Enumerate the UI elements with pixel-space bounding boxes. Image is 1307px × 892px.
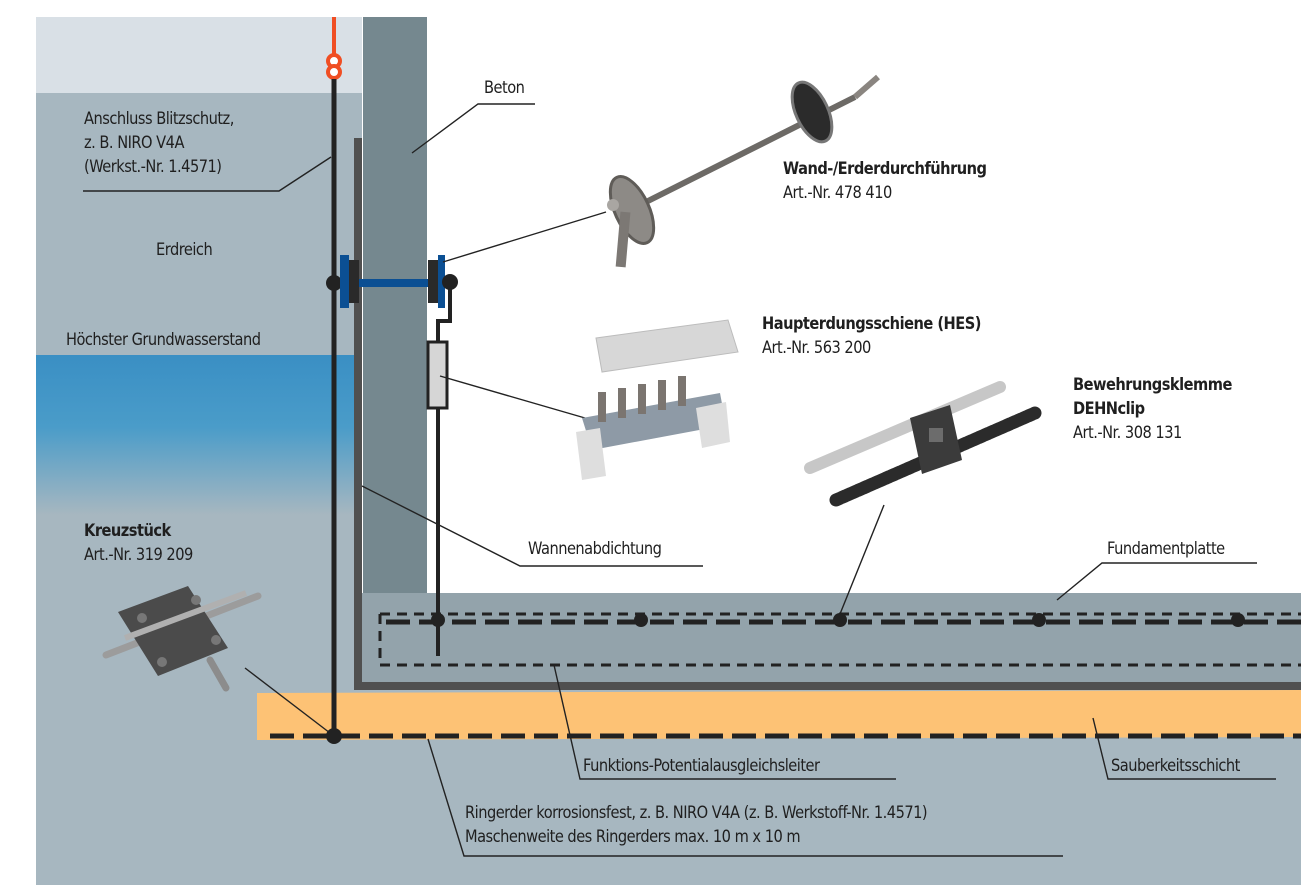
leader-cross bbox=[244, 667, 331, 734]
inner-conductor bbox=[436, 282, 452, 342]
clip-point bbox=[634, 613, 648, 627]
product-clip: Bewehrungsklemme DEHNclip Art.-Nr. 308 1… bbox=[1073, 373, 1232, 445]
product-clip-article: Art.-Nr. 308 131 bbox=[1073, 423, 1182, 443]
clip-point bbox=[833, 613, 847, 627]
leader-equipotential bbox=[553, 664, 896, 780]
concrete-label: Beton bbox=[484, 78, 525, 98]
lightning-connection-label: Anschluss Blitzschutz, z. B. NIRO V4A (W… bbox=[84, 107, 234, 179]
product-hes-article: Art.-Nr. 563 200 bbox=[762, 338, 871, 358]
product-clip-name-2: DEHNclip bbox=[1073, 399, 1145, 419]
leader-blinding bbox=[1092, 717, 1276, 780]
leader-lines bbox=[83, 103, 1276, 857]
soil-label: Erdreich bbox=[156, 240, 213, 260]
leader-clip bbox=[839, 504, 885, 615]
clip-point bbox=[1032, 613, 1046, 627]
product-clip-name: Bewehrungsklemme bbox=[1073, 375, 1232, 395]
disconnect-link-icon bbox=[326, 64, 342, 80]
ring-earth-line-1: Ringerder korrosionsfest, z. B. NIRO V4A… bbox=[465, 803, 928, 823]
feedthrough-product-image bbox=[607, 74, 880, 268]
foundation-slab bbox=[362, 593, 1301, 686]
feedthrough-flange-inner-seal bbox=[428, 260, 438, 303]
leader-hes bbox=[439, 375, 586, 419]
lightning-label-line-1: Anschluss Blitzschutz, bbox=[84, 109, 234, 129]
ring-earth-label: Ringerder korrosionsfest, z. B. NIRO V4A… bbox=[465, 801, 928, 849]
blinding-layer bbox=[257, 690, 1301, 740]
foundation-label: Fundamentplatte bbox=[1107, 539, 1225, 559]
lightning-label-line-2: z. B. NIRO V4A bbox=[84, 133, 184, 153]
concrete-wall bbox=[363, 17, 427, 597]
leader-feedthrough bbox=[442, 211, 607, 263]
ring-earth-line-2: Maschenweite des Ringerders max. 10 m x … bbox=[465, 827, 801, 847]
lightning-label-line-3: (Werkst.-Nr. 1.4571) bbox=[84, 157, 222, 177]
hes-symbol bbox=[426, 340, 449, 410]
product-feedthrough-name: Wand-/Erderdurchführung bbox=[783, 159, 987, 179]
sealing-label: Wannenabdichtung bbox=[528, 539, 662, 559]
product-cross-name: Kreuzstück bbox=[84, 521, 171, 541]
groundwater-zone bbox=[36, 355, 362, 515]
sealing-membrane bbox=[354, 138, 1301, 690]
blinding-label: Sauberkeitsschicht bbox=[1111, 756, 1240, 776]
feedthrough-flange-outer bbox=[340, 255, 349, 308]
junction-dot bbox=[326, 275, 342, 291]
product-cross: Kreuzstück Art.-Nr. 319 209 bbox=[84, 519, 193, 567]
leader-concrete bbox=[411, 103, 535, 154]
feedthrough-rod bbox=[359, 279, 429, 287]
feedthrough-flange-outer-seal bbox=[349, 260, 359, 303]
leader-lightning bbox=[83, 156, 332, 192]
product-feedthrough-article: Art.-Nr. 478 410 bbox=[783, 183, 892, 203]
clip-product-image bbox=[804, 381, 1042, 507]
hes-product-image bbox=[576, 319, 739, 480]
product-hes: Haupterdungsschiene (HES) Art.-Nr. 563 2… bbox=[762, 312, 981, 360]
leader-ring-earth bbox=[427, 738, 1063, 857]
product-cross-article: Art.-Nr. 319 209 bbox=[84, 545, 193, 565]
clip-point bbox=[1231, 613, 1245, 627]
junction-dot bbox=[326, 728, 342, 744]
product-feedthrough: Wand-/Erderdurchführung Art.-Nr. 478 410 bbox=[783, 157, 987, 205]
feedthrough-flange-inner bbox=[438, 255, 445, 308]
groundwater-label: Höchster Grundwasserstand bbox=[66, 330, 261, 350]
sky-area bbox=[36, 17, 362, 93]
leader-sealing bbox=[361, 485, 703, 567]
product-hes-name: Haupterdungsschiene (HES) bbox=[762, 314, 981, 334]
leader-foundation bbox=[1056, 562, 1257, 601]
cross-product-image bbox=[102, 586, 262, 692]
equipotential-label: Funktions-Potentialausgleichsleiter bbox=[583, 756, 820, 776]
